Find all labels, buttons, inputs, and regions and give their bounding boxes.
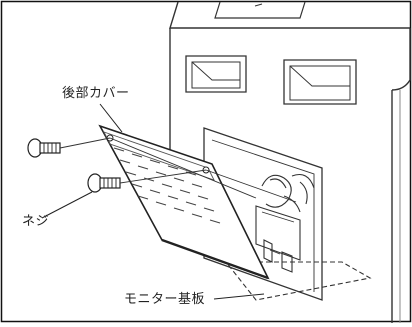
left-slot — [185, 55, 247, 93]
screw-icon — [27, 138, 61, 158]
right-slot — [283, 59, 357, 105]
screw-icon — [87, 173, 121, 193]
rear-cover-label: 後部カバー — [62, 86, 130, 101]
screw-label: ネジ — [22, 214, 50, 229]
leader-lines — [41, 103, 265, 300]
internal-components — [255, 173, 315, 273]
alignment-lines — [59, 137, 297, 203]
monitor-board-label: モニター基板 — [124, 292, 206, 307]
monitor-board-outline — [224, 261, 372, 301]
rear-cover-panel — [98, 124, 270, 280]
